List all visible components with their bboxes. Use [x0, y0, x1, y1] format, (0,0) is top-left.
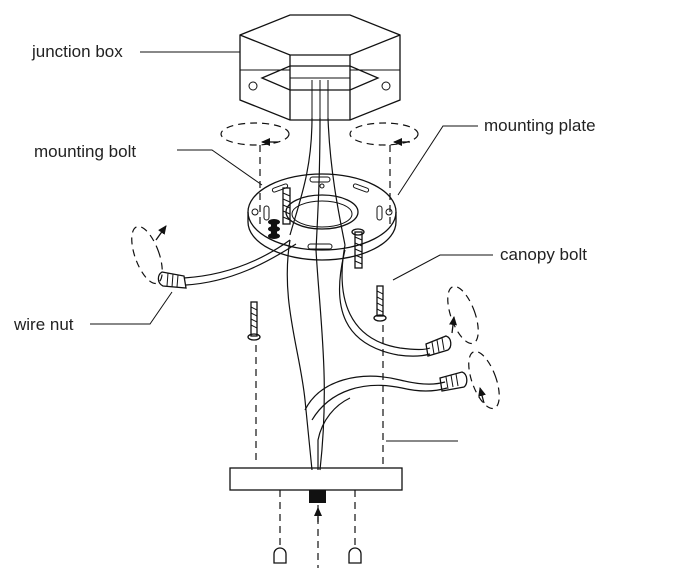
- ground-screw-icon: [268, 219, 280, 239]
- house-wires: [289, 117, 346, 251]
- rotate-arrow-wirenut-left-icon: [131, 225, 163, 285]
- wire-nut-right-upper: [425, 335, 452, 357]
- junction-box: [239, 14, 401, 121]
- leader-canopy-bolt: [392, 254, 493, 281]
- canopy-bolt-left: [247, 301, 261, 341]
- label-canopy-bolt: canopy bolt: [500, 245, 587, 264]
- fixture-canopy: [229, 467, 403, 522]
- label-mounting-bolt: mounting bolt: [34, 142, 136, 161]
- rotate-arrow-wirenut-right-upper-icon: [447, 285, 479, 345]
- canopy-bolt-right: [373, 285, 387, 322]
- leader-mounting-plate: [397, 125, 478, 196]
- rotation-indicators: [131, 122, 500, 410]
- label-wire-nut: wire nut: [13, 315, 74, 334]
- fixture-wires: [183, 239, 448, 471]
- screw-hole-left-icon: [248, 81, 258, 91]
- mounting-plate: [247, 173, 397, 261]
- label-junction-box: junction box: [31, 42, 123, 61]
- cap-nuts: [273, 547, 362, 564]
- wire-nut-right-lower: [439, 371, 468, 392]
- mounting-bolt: [282, 187, 365, 269]
- leader-mounting-bolt: [177, 149, 263, 186]
- rotate-arrow-wirenut-right-lower-icon: [468, 350, 500, 410]
- rotate-arrow-left-icon: [220, 122, 290, 146]
- center-stem-icon: [309, 490, 326, 503]
- leader-lines: [90, 51, 493, 442]
- label-mounting-plate: mounting plate: [484, 116, 596, 135]
- alignment-lines: [255, 145, 391, 568]
- wire-nut-left: [157, 271, 187, 289]
- rotate-arrow-right-icon: [349, 122, 419, 146]
- cap-nut-right-icon: [348, 547, 362, 564]
- screw-hole-right-icon: [381, 81, 391, 91]
- cap-nut-left-icon: [273, 547, 287, 564]
- leader-wire-nut: [90, 291, 173, 325]
